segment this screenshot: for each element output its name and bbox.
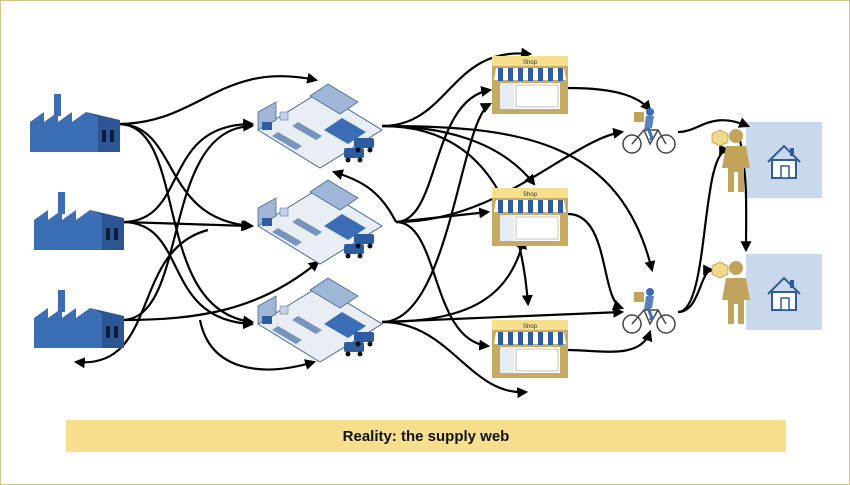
arrow-s3-bike xyxy=(567,329,653,353)
arrow-f3-loop xyxy=(73,228,209,369)
arrow-w2-w1 xyxy=(331,169,397,223)
bicycle-courier-1 xyxy=(621,106,677,155)
arrow-f1-w2 xyxy=(117,122,255,231)
arrow-f2-w3 xyxy=(121,220,255,330)
supply-connections xyxy=(73,47,752,399)
arrow-f1-w1 xyxy=(117,72,319,126)
arrow-f2-w1 xyxy=(121,118,255,224)
arrow-f3-w1 xyxy=(121,120,255,322)
factory-2 xyxy=(34,192,124,250)
warehouse-1 xyxy=(257,83,383,169)
arrow-w2-s3 xyxy=(395,220,491,351)
shop-3: Shop xyxy=(491,319,569,379)
shop-1-sign: Shop xyxy=(523,60,538,66)
arrow-w3-s1 xyxy=(381,102,492,324)
arrow-w1-s1 xyxy=(381,47,533,128)
bicycle-courier-2 xyxy=(621,286,677,335)
arrow-f3-w2 xyxy=(121,260,320,322)
arrow-w1-s3 xyxy=(381,124,533,307)
arrow-bike1-person1 xyxy=(677,117,751,134)
arrow-w2-bike xyxy=(395,127,625,224)
shop-3-sign: Shop xyxy=(523,324,538,330)
shop-2-sign: Shop xyxy=(523,192,538,198)
arrow-w3-s2 xyxy=(381,237,527,324)
caption-bar: Reality: the supply web xyxy=(66,420,786,452)
arrow-s1-bike xyxy=(567,86,652,112)
factory-1 xyxy=(30,94,120,152)
arrow-w1-bike xyxy=(381,124,656,273)
arrow-f2-w2 xyxy=(121,220,253,232)
warehouse-2 xyxy=(257,179,383,265)
arrow-s2-bike xyxy=(567,212,625,311)
arrow-bike2-person1 xyxy=(677,144,731,314)
customer-2 xyxy=(711,260,751,325)
caption-text: Reality: the supply web xyxy=(342,427,510,445)
shop-1: Shop xyxy=(491,55,569,115)
shop-2: Shop xyxy=(491,187,569,247)
arrow-w2-s1 xyxy=(395,86,493,224)
factory-3 xyxy=(34,290,124,348)
arrow-bike2-person2 xyxy=(677,264,715,314)
arrow-f1-w3 xyxy=(117,122,255,327)
arrow-w3-s3-down xyxy=(381,320,529,399)
arrow-w3-loop xyxy=(198,319,317,371)
